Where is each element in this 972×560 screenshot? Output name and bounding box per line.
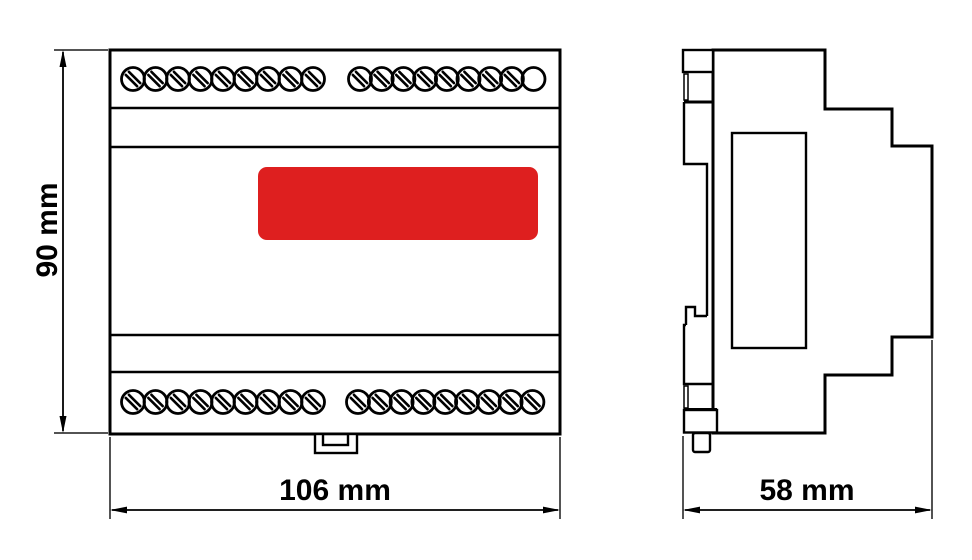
screw-terminal-icon xyxy=(498,66,525,92)
arrowhead-left-icon xyxy=(110,506,127,514)
screw-terminal-icon xyxy=(300,66,326,92)
terminal-row-top xyxy=(120,66,547,92)
terminal-hole-icon xyxy=(520,66,547,92)
height-dimension-label: 90 mm xyxy=(31,182,64,277)
din-clip-tab-outer xyxy=(313,432,359,455)
arrowhead-left-icon xyxy=(683,506,700,514)
arrowhead-right-icon xyxy=(543,506,560,514)
arrowhead-right-icon xyxy=(915,506,932,514)
side-view-face-recess xyxy=(730,131,808,350)
screw-terminal-icon xyxy=(300,389,326,415)
arrowhead-down-icon xyxy=(59,416,67,433)
din-claw-bottom xyxy=(682,408,719,434)
din-slot-bottom-wall xyxy=(683,385,689,409)
din-slot-top-wall xyxy=(683,73,689,101)
depth-dimension-label: 58 mm xyxy=(759,474,854,507)
din-left-edge-upper xyxy=(682,102,709,316)
front-view-body xyxy=(108,48,562,436)
side-view-body xyxy=(711,48,934,435)
din-clip-tab-inner xyxy=(321,432,350,447)
dimension-height: 90 mm xyxy=(31,49,108,434)
screw-terminal-icon xyxy=(519,389,546,415)
arrowhead-up-icon xyxy=(59,50,67,67)
dimension-width: 106 mm xyxy=(109,437,561,519)
front-view xyxy=(108,48,562,455)
terminal-row-bottom xyxy=(120,389,546,415)
display-window xyxy=(258,167,538,240)
width-dimension-label: 106 mm xyxy=(279,474,391,507)
side-view xyxy=(681,48,934,454)
din-release-hook xyxy=(684,305,707,325)
din-claw-top xyxy=(681,48,715,74)
din-spring-tab xyxy=(691,431,712,454)
din-left-edge-lower xyxy=(682,323,713,386)
dimension-depth: 58 mm xyxy=(682,340,933,519)
